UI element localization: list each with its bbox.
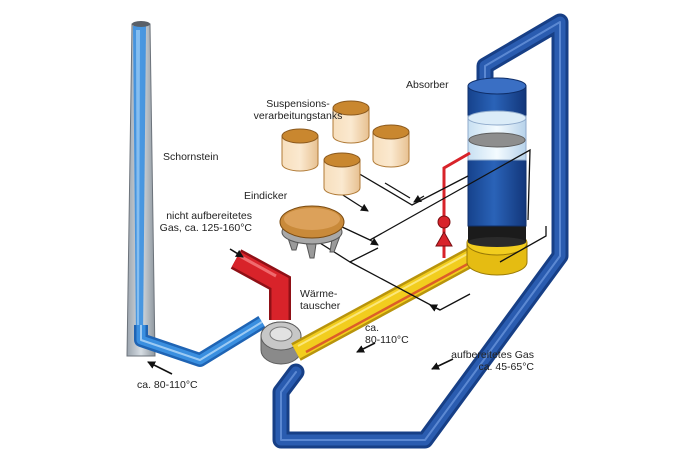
chimney-label: Schornstein — [163, 151, 219, 163]
suspension-tank — [323, 152, 361, 196]
suspension-tank — [281, 128, 319, 172]
thickener — [279, 205, 345, 259]
pump-icon — [435, 215, 453, 247]
flow-arrows — [147, 194, 454, 375]
treated-gas-duct — [272, 13, 569, 449]
untreated-gas-duct — [230, 249, 291, 320]
suspension-tank — [332, 100, 370, 144]
chimney — [126, 21, 156, 357]
exhaust-duct — [134, 316, 266, 367]
suspension-tank — [372, 124, 410, 168]
reheat-duct — [291, 241, 489, 361]
untreated-gas-label: nicht aufbereitetes Gas, ca. 125-160°C — [159, 210, 252, 234]
process-lines — [311, 148, 547, 311]
reheat-temperature-label: ca. 80-110°C — [365, 322, 409, 346]
absorber — [466, 77, 528, 276]
absorber-label: Absorber — [406, 79, 449, 91]
heat-exchanger-label: Wärme- tauscher — [300, 288, 341, 312]
heat-exchanger — [260, 321, 302, 365]
chimney-temperature-label: ca. 80-110°C — [137, 379, 198, 391]
treated-gas-label: aufbereitetes Gas ca. 45-65°C — [451, 349, 534, 373]
thickener-label: Eindicker — [244, 190, 288, 202]
suspension-tanks-label: Suspensions- verarbeitungstanks — [253, 98, 343, 122]
